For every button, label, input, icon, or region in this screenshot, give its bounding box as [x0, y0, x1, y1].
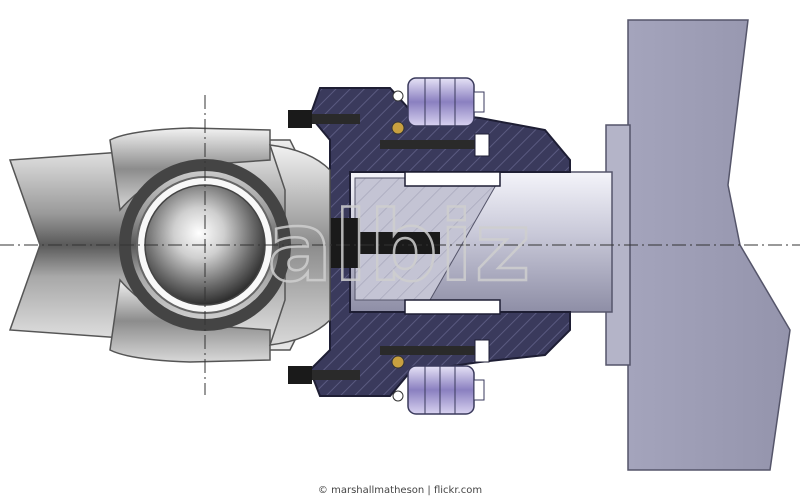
bolt-upper	[288, 110, 360, 128]
bolt-inner-lower	[380, 339, 490, 363]
seal-ring-lower	[391, 355, 405, 402]
bolt-lower	[288, 366, 360, 384]
bolt-inner-upper	[380, 133, 490, 157]
bearing-cap-lower	[407, 365, 485, 415]
seal-ring-upper	[391, 90, 405, 135]
photo-credit: © marshallmatheson | flickr.com	[317, 485, 483, 496]
bearing-cap-upper	[407, 77, 485, 127]
watermark-text: albiz	[267, 191, 532, 303]
